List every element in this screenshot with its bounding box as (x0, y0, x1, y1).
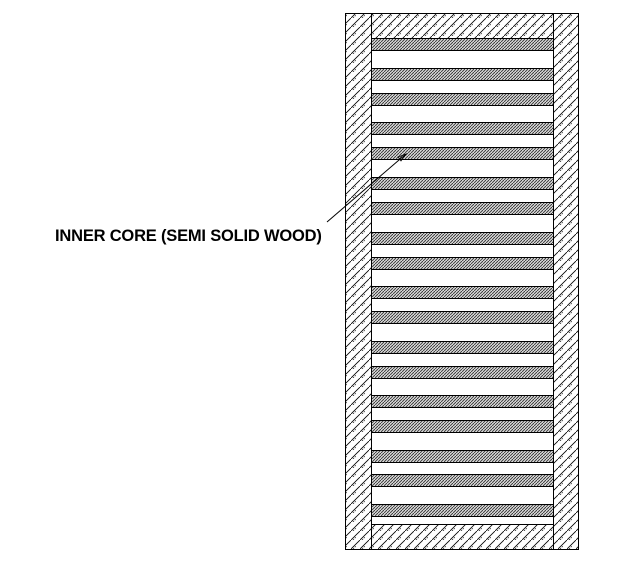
core-slat (371, 395, 554, 408)
bottom-rail (371, 524, 554, 550)
core-slat (371, 450, 554, 463)
core-slat (371, 93, 554, 106)
leader-line (326, 153, 407, 223)
core-slat (371, 68, 554, 81)
core-slat (371, 257, 554, 270)
left-stile (345, 13, 372, 550)
core-slat (371, 147, 554, 160)
leader-arrow-icon (397, 153, 408, 162)
core-slat (371, 286, 554, 299)
inner-core-slats (371, 38, 554, 517)
core-slat (371, 38, 554, 51)
top-rail (371, 13, 554, 39)
core-slat (371, 504, 554, 517)
inner-core-label: INNER CORE (SEMI SOLID WOOD) (55, 227, 322, 245)
core-slat (371, 177, 554, 190)
core-slat (371, 311, 554, 324)
core-slat (371, 341, 554, 354)
core-slat (371, 202, 554, 215)
core-slat (371, 420, 554, 433)
core-slat (371, 122, 554, 135)
core-slat (371, 474, 554, 487)
core-slat (371, 232, 554, 245)
core-slat (371, 366, 554, 379)
right-stile (553, 13, 579, 550)
door-frame (345, 13, 579, 550)
